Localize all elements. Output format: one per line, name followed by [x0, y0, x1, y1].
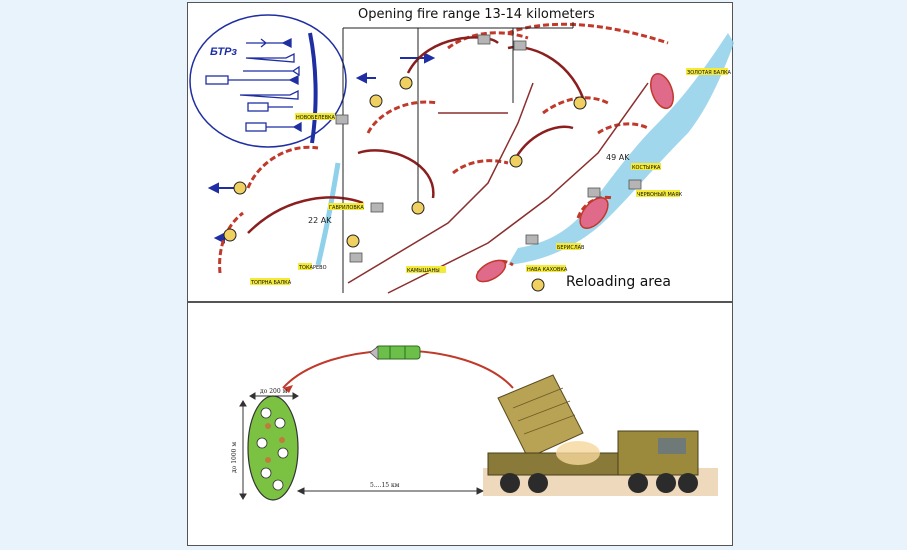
legend-text: БТРз — [210, 46, 237, 58]
battle-map-panel: БТРз — [187, 2, 733, 302]
opening-fire-range-caption: Opening fire range 13-14 kilometers — [356, 7, 597, 22]
corps-label-22: 22 AK — [308, 216, 332, 225]
place-label-2: КОСТЫРКА — [632, 165, 661, 171]
reloading-area-label: Reloading area — [566, 274, 671, 290]
rocket-shell-icon — [370, 346, 420, 360]
place-label-8: ТОПРНА БАЛКА — [250, 280, 292, 286]
area-length-label: до 1000 м — [231, 442, 238, 473]
rocket-launcher-vehicle — [488, 375, 698, 493]
river-tributary — [318, 163, 338, 265]
place-label-0: НОВОБЕЛЕВКА — [296, 115, 336, 121]
place-label-5: НАВА КАХОВКА — [527, 267, 568, 273]
distance-label: 5....15 км — [370, 482, 400, 489]
place-label-4: БЕРИСЛАВ — [557, 245, 585, 251]
firing-scheme-panel: до 200 м до 1000 м 5....15 км — [187, 302, 733, 546]
place-label-7: ТОКАРЕВО — [298, 265, 327, 271]
blue-defense-line — [310, 33, 316, 143]
place-label-3: ЧЕРВОНЫЙ МАЯК — [637, 191, 683, 198]
place-label-9: ГАВРИЛОВКА — [329, 205, 364, 211]
river-dnieper — [508, 33, 734, 265]
corps-label-49: 49 AK — [606, 153, 630, 162]
area-width-label: до 200 м — [260, 388, 288, 395]
place-label-6: КАМЫШАНЫ — [407, 268, 440, 274]
battle-map: БТРз — [188, 3, 734, 303]
place-label-1: ЗОЛОТАЯ БАЛКА — [687, 70, 732, 76]
firing-scheme: до 200 м до 1000 м 5....15 км — [188, 303, 734, 547]
